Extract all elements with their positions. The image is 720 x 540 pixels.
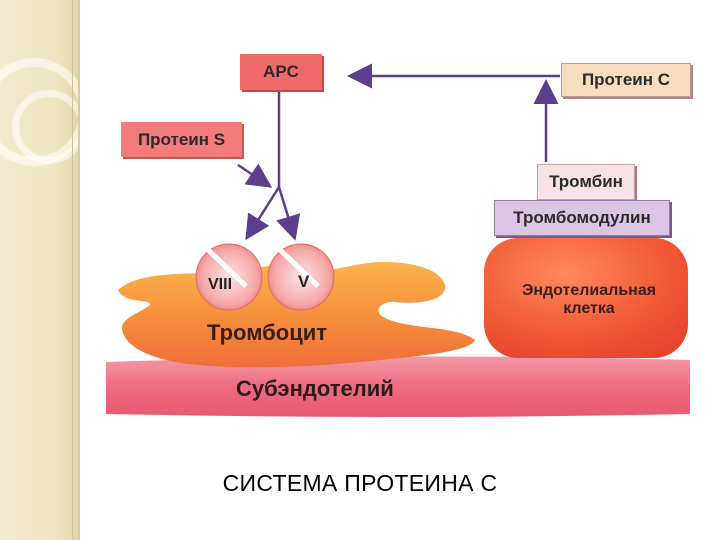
- diagram-caption: СИСТЕМА ПРОТЕИНА С: [222, 470, 498, 496]
- protein-s-box: Протеин S: [121, 122, 242, 157]
- thrombomodulin-box: Тромбомодулин: [494, 200, 670, 236]
- platelet-label: Тромбоцит: [207, 320, 328, 345]
- factor-v-circle: [267, 243, 335, 311]
- decorative-sidebar: [0, 0, 80, 540]
- endothelial-cell-label: Эндотелиальная клетка: [521, 282, 657, 317]
- decorative-ring: [12, 90, 78, 164]
- factor-v-label: V: [298, 272, 310, 291]
- protein-c-label: Протеин С: [581, 70, 671, 89]
- apc-label: APC: [263, 62, 299, 81]
- subendothelium-label: Субэндотелий: [236, 376, 394, 401]
- protein-c-box: Протеин С: [561, 63, 691, 97]
- arrow-to-viii: [245, 186, 281, 241]
- apc-box: APC: [240, 54, 322, 90]
- thrombin-label: Тромбин: [549, 172, 623, 191]
- protein-s-label: Протеин S: [137, 129, 226, 149]
- endothelial-cell-shape: [484, 238, 688, 358]
- sidebar-divider: [72, 0, 73, 540]
- factor-viii-label: VIII: [208, 276, 233, 293]
- thrombin-box: Тромбин: [537, 164, 635, 200]
- arrow-protein-s: [237, 163, 273, 188]
- arrow-to-v: [276, 186, 301, 241]
- thrombomodulin-label: Тромбомодулин: [513, 208, 651, 227]
- subendothelium-layer: [106, 356, 690, 417]
- factor-viii-circle: [195, 243, 263, 311]
